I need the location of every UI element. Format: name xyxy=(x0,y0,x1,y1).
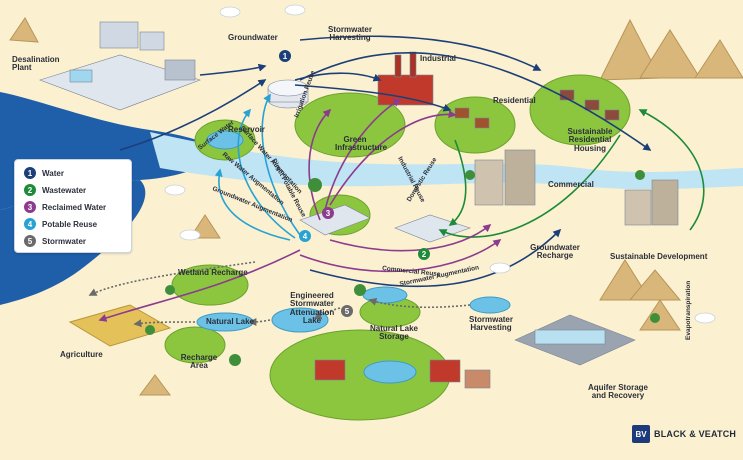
label-reservoir: Reservoir xyxy=(228,125,265,134)
label-sustainable-residential-housing: Sustainable Residential Housing xyxy=(567,127,613,153)
flow-storm-1 xyxy=(368,298,471,309)
label-natural-lake-storage: Natural Lake Storage xyxy=(369,324,419,342)
legend-item-water: 1 Water xyxy=(24,166,64,180)
legend-item-stormwater: 5 Stormwater xyxy=(24,234,86,248)
legend-label-water: Water xyxy=(42,168,64,178)
legend-label-stormwater: Stormwater xyxy=(42,236,87,246)
flow-storm-4 xyxy=(133,319,196,328)
legend-label-potable-reuse: Potable Reuse xyxy=(42,219,98,229)
marker-3-text: 3 xyxy=(326,209,331,218)
flow-potable-2 xyxy=(237,108,296,239)
flow-water-2 xyxy=(299,35,542,71)
legend-dot-potable-reuse: 4 xyxy=(24,218,36,230)
marker-4-text: 4 xyxy=(303,232,308,241)
brand: BV BLACK & VEATCH xyxy=(632,425,736,443)
label-natural-lake: Natural Lake xyxy=(206,317,255,326)
label-groundwater-recharge: Groundwater Recharge xyxy=(530,243,580,261)
label-groundwater: Groundwater xyxy=(228,33,278,42)
label-residential: Residential xyxy=(493,96,536,105)
flow-reclaimed-5 xyxy=(98,249,301,322)
flow-reclaimed-1 xyxy=(329,110,457,206)
label-commercial: Commercial xyxy=(548,180,594,189)
trees xyxy=(145,170,660,366)
label-stormwater-harvesting-top: Stormwater Harvesting xyxy=(327,25,372,43)
legend-item-reclaimed-water: 3 Reclaimed Water xyxy=(24,200,106,214)
label-sustainable-development: Sustainable Development xyxy=(610,252,708,261)
flow-reclaimed-3 xyxy=(308,108,332,221)
flow-potable-3 xyxy=(214,168,291,241)
river xyxy=(150,132,743,190)
marker-5-text: 5 xyxy=(345,307,350,316)
brand-name: BLACK & VEATCH xyxy=(654,429,737,439)
legend-dot-water: 1 xyxy=(24,167,36,179)
legend-label-reclaimed-water: Reclaimed Water xyxy=(42,202,107,212)
flow-sustainable xyxy=(638,109,705,231)
flow-water-4 xyxy=(199,63,267,76)
marker-1: 1 xyxy=(279,50,291,62)
label-desalination-plant: Desalination Plant xyxy=(12,55,60,73)
legend-dot-reclaimed-water: 3 xyxy=(24,201,36,213)
label-evapotranspiration: Evapotranspiration xyxy=(685,281,692,340)
legend: 1 Water 2 Wastewater 3 Reclaimed Water 4… xyxy=(14,159,132,253)
legend-label-wastewater: Wastewater xyxy=(42,185,87,195)
flow-storm-3 xyxy=(248,317,271,326)
flows xyxy=(88,35,705,328)
flow-storm-2 xyxy=(313,307,341,320)
legend-dot-stormwater: 5 xyxy=(24,235,36,247)
label-agriculture: Agriculture xyxy=(60,350,103,359)
label-industrial: Industrial xyxy=(420,54,457,63)
agriculture-field xyxy=(68,304,172,347)
marker-5: 5 xyxy=(341,305,353,317)
flow-water-5 xyxy=(294,72,382,82)
legend-item-potable-reuse: 4 Potable Reuse xyxy=(24,217,97,231)
brand-logo: BV xyxy=(632,425,650,443)
marker-2-text: 2 xyxy=(422,250,427,259)
flow-water-6 xyxy=(119,79,267,151)
flow-stormwater-aug xyxy=(309,228,562,288)
label-engineered-stormwater-attenuation-lake: Engineered Stormwater Attenuation Lake xyxy=(289,291,335,326)
marker-3: 3 xyxy=(322,207,334,219)
marker-1-text: 1 xyxy=(283,52,288,61)
clouds xyxy=(164,4,716,324)
label-aquifer-storage-and-recovery: Aquifer Storage and Recovery xyxy=(587,383,648,401)
label-wetland-recharge: Wetland Recharge xyxy=(178,268,248,277)
marker-2: 2 xyxy=(418,248,430,260)
flow-commercial-reuse xyxy=(299,239,502,273)
flow-water-3 xyxy=(294,84,452,112)
flow-water-1 xyxy=(299,52,652,151)
label-stormwater-harvesting-bottom: Stormwater Harvesting xyxy=(468,315,513,333)
legend-item-wastewater: 2 Wastewater xyxy=(24,183,86,197)
flow-wastewater-1 xyxy=(438,134,621,238)
label-recharge-area: Recharge Area xyxy=(180,353,218,371)
label-green-infrastructure: Green Infrastructure xyxy=(335,135,388,153)
flow-reclaimed-2 xyxy=(324,99,402,211)
flow-wastewater-2 xyxy=(448,139,467,226)
legend-dot-wastewater: 2 xyxy=(24,184,36,196)
flow-potable-1 xyxy=(261,93,301,236)
flow-storm-5 xyxy=(88,261,256,296)
marker-4: 4 xyxy=(299,230,311,242)
buildings xyxy=(39,21,679,389)
